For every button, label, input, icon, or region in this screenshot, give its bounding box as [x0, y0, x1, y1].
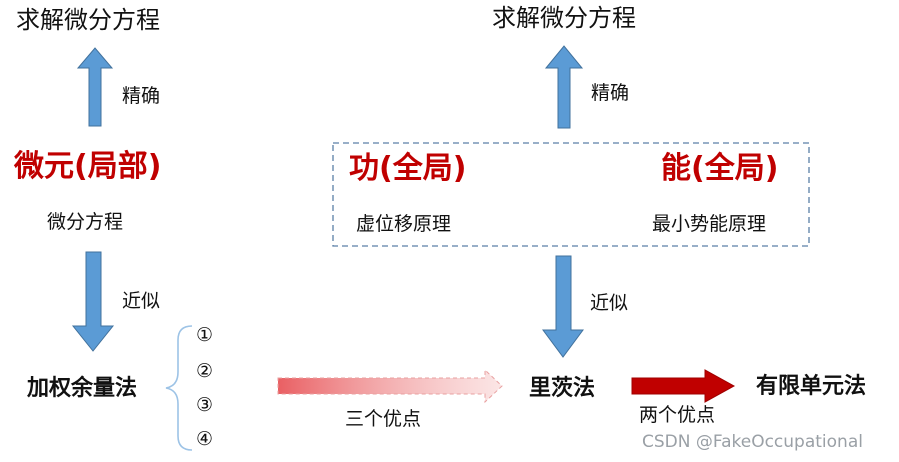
fem-title: 有限单元法 [756, 374, 867, 399]
brace-item-4: ④ [196, 428, 214, 450]
right-up-label: 精确 [591, 82, 630, 104]
gradient-arrow [277, 368, 503, 404]
brace-item-1: ① [196, 324, 214, 346]
right-up-arrow [544, 45, 584, 129]
left-subtitle: 微分方程 [47, 211, 124, 233]
brace-icon [165, 325, 193, 451]
brace-item-3: ③ [196, 394, 214, 416]
brace-item-2: ② [196, 360, 214, 382]
left-down-label: 近似 [122, 290, 161, 312]
weighted-residual-title: 加权余量法 [27, 376, 138, 401]
left-top-title: 求解微分方程 [16, 6, 160, 34]
min-potential-energy-label: 最小势能原理 [652, 213, 767, 235]
watermark: CSDN @FakeOccupational [642, 432, 863, 452]
right-down-arrow [542, 255, 584, 358]
left-up-arrow [76, 47, 114, 127]
red-arrow [631, 369, 736, 403]
two-advantages-label: 两个优点 [639, 404, 716, 426]
ritz-method-title: 里茨法 [529, 376, 596, 401]
work-global-title: 功(全局) [349, 151, 467, 186]
virtual-displacement-label: 虚位移原理 [356, 213, 452, 235]
right-top-title: 求解微分方程 [492, 4, 636, 32]
left-down-arrow [71, 251, 115, 352]
left-up-label: 精确 [122, 85, 161, 107]
left-main-title: 微元(局部) [14, 149, 162, 184]
three-advantages-label: 三个优点 [345, 408, 422, 430]
energy-global-title: 能(全局) [661, 151, 779, 186]
right-down-label: 近似 [590, 292, 629, 314]
